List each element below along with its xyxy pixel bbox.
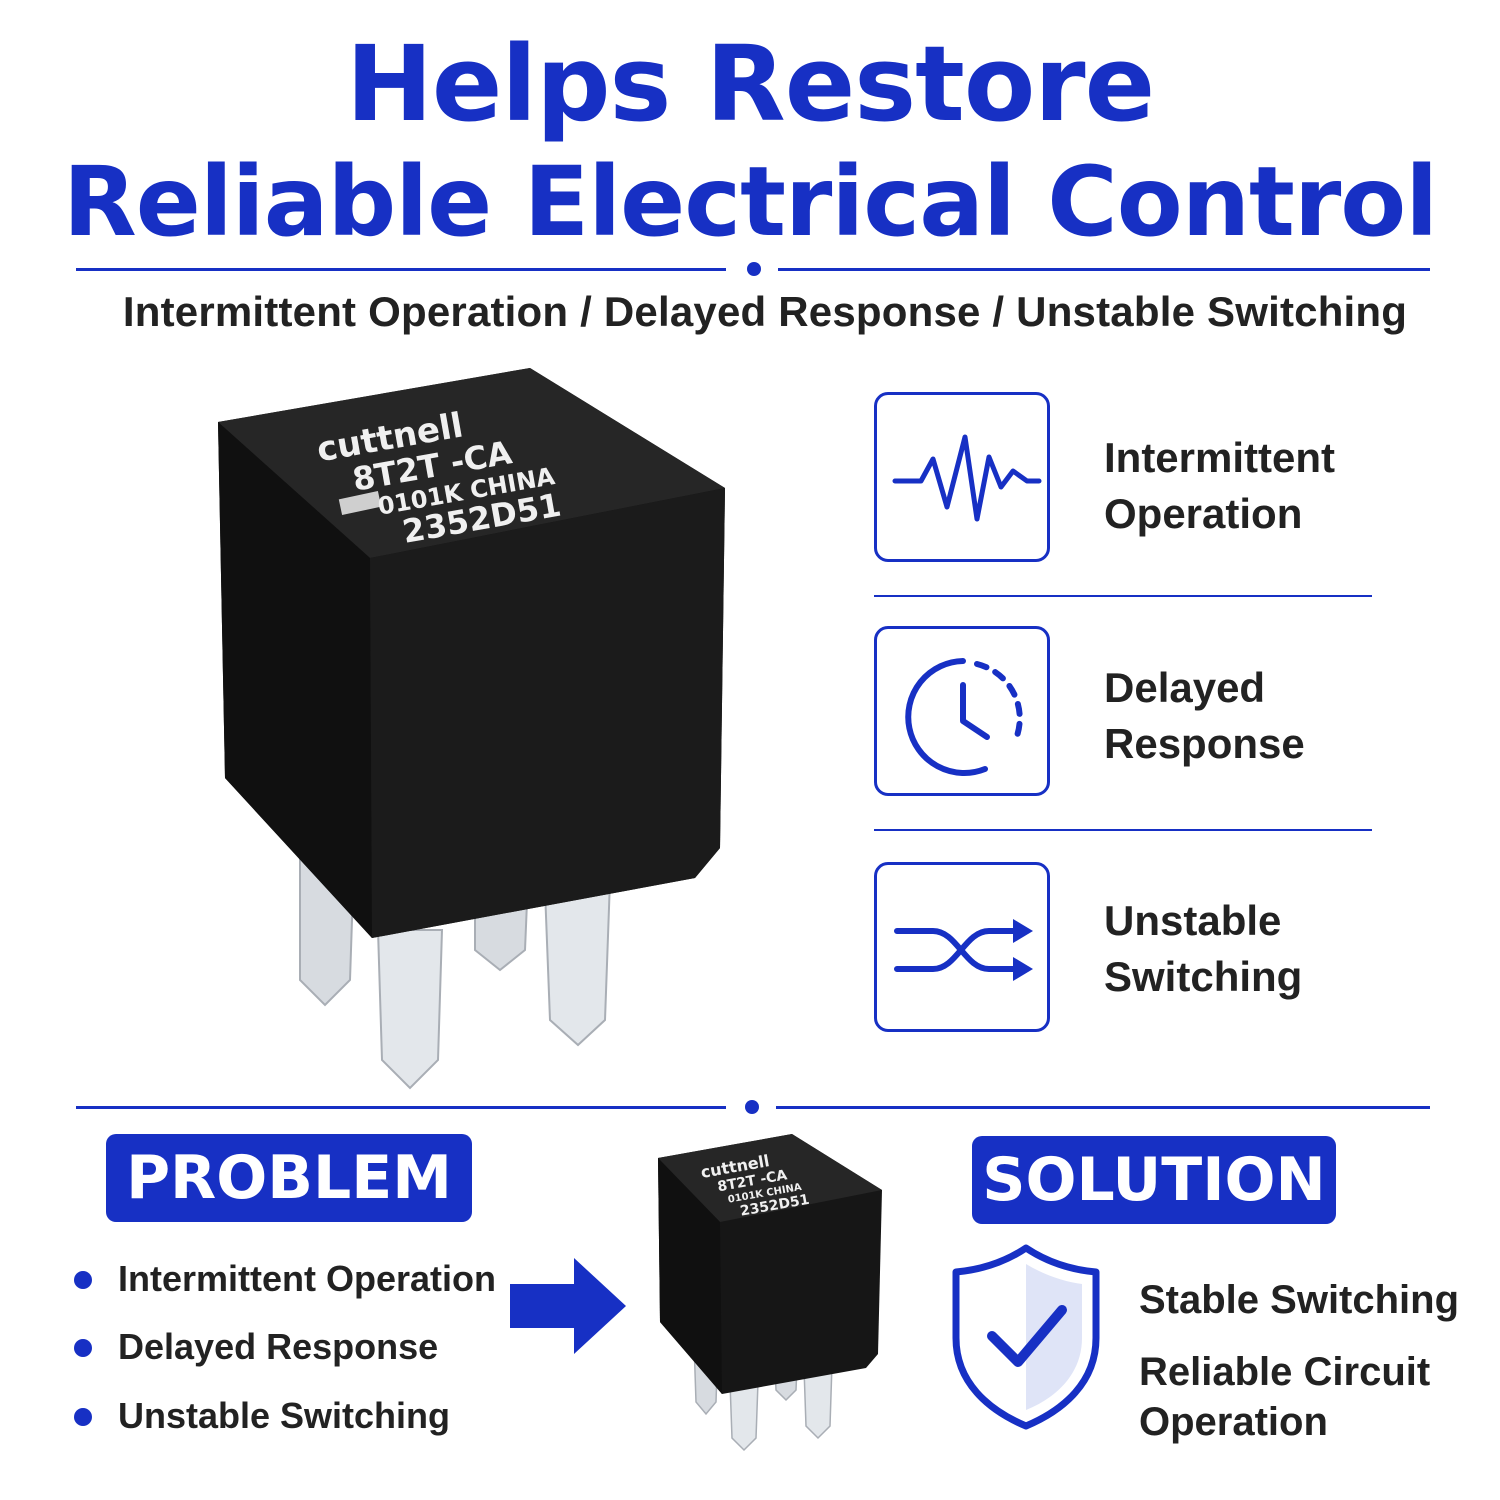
feature-label-delayed: Delayed Response — [1104, 660, 1305, 772]
waveform-icon — [892, 434, 1042, 522]
divider-lower-dot — [745, 1100, 759, 1114]
problem-item: Delayed Response — [118, 1326, 439, 1367]
shield-check-icon — [952, 1244, 1100, 1430]
divider-lower-right — [776, 1106, 1430, 1109]
feature-label-line1: Intermittent — [1104, 434, 1335, 481]
relay-small-image: cuttnell 8T2T -CA 0101K CHINA 2352D51 — [658, 1134, 882, 1452]
headline-line1: Helps Restore — [345, 23, 1155, 145]
feature-icon-box-unstable — [874, 862, 1050, 1032]
problem-item: Unstable Switching — [118, 1395, 451, 1436]
solution-item-reliable-line1: Reliable Circuit — [1139, 1350, 1431, 1394]
problem-subline: Intermittent Operation / Delayed Respons… — [122, 288, 1408, 335]
shuffle-icon — [894, 919, 1033, 981]
solution-pill: SOLUTION — [972, 1136, 1336, 1224]
clock-icon — [905, 658, 1023, 776]
feature-label-line2: Switching — [1104, 953, 1303, 1000]
relay-pin — [543, 878, 612, 1047]
bullet-dot — [74, 1408, 92, 1426]
divider-right — [778, 268, 1430, 271]
feature-label-intermittent: Intermittent Operation — [1104, 430, 1335, 542]
feature-divider-2 — [874, 829, 1372, 831]
headline-line2: Reliable Electrical Control — [62, 146, 1438, 258]
divider-lower-left — [76, 1106, 726, 1109]
bullet-dot — [74, 1339, 92, 1357]
problem-pill: PROBLEM — [106, 1134, 472, 1222]
solution-item-stable: Stable Switching — [1139, 1278, 1460, 1322]
feature-label-line2: Operation — [1104, 490, 1303, 537]
bullet-dot — [74, 1271, 92, 1289]
relay-large-image: cuttnell 8T2T -CA 0101K CHINA 2352D51 — [218, 368, 725, 1090]
feature-divider-1 — [874, 595, 1372, 597]
feature-label-line1: Unstable — [1104, 897, 1282, 944]
divider-dot — [747, 262, 761, 276]
divider-left — [76, 268, 726, 271]
relay-pin — [376, 929, 444, 1090]
feature-label-line2: Response — [1104, 720, 1305, 767]
feature-icon-box-intermittent — [874, 392, 1050, 562]
arrow-right-icon — [510, 1258, 626, 1354]
feature-label-unstable: Unstable Switching — [1104, 893, 1302, 1005]
problem-item: Intermittent Operation — [118, 1258, 497, 1299]
feature-icon-box-delayed — [874, 626, 1050, 796]
solution-item-reliable-line2: Operation — [1139, 1400, 1328, 1444]
feature-label-line1: Delayed — [1104, 664, 1266, 711]
